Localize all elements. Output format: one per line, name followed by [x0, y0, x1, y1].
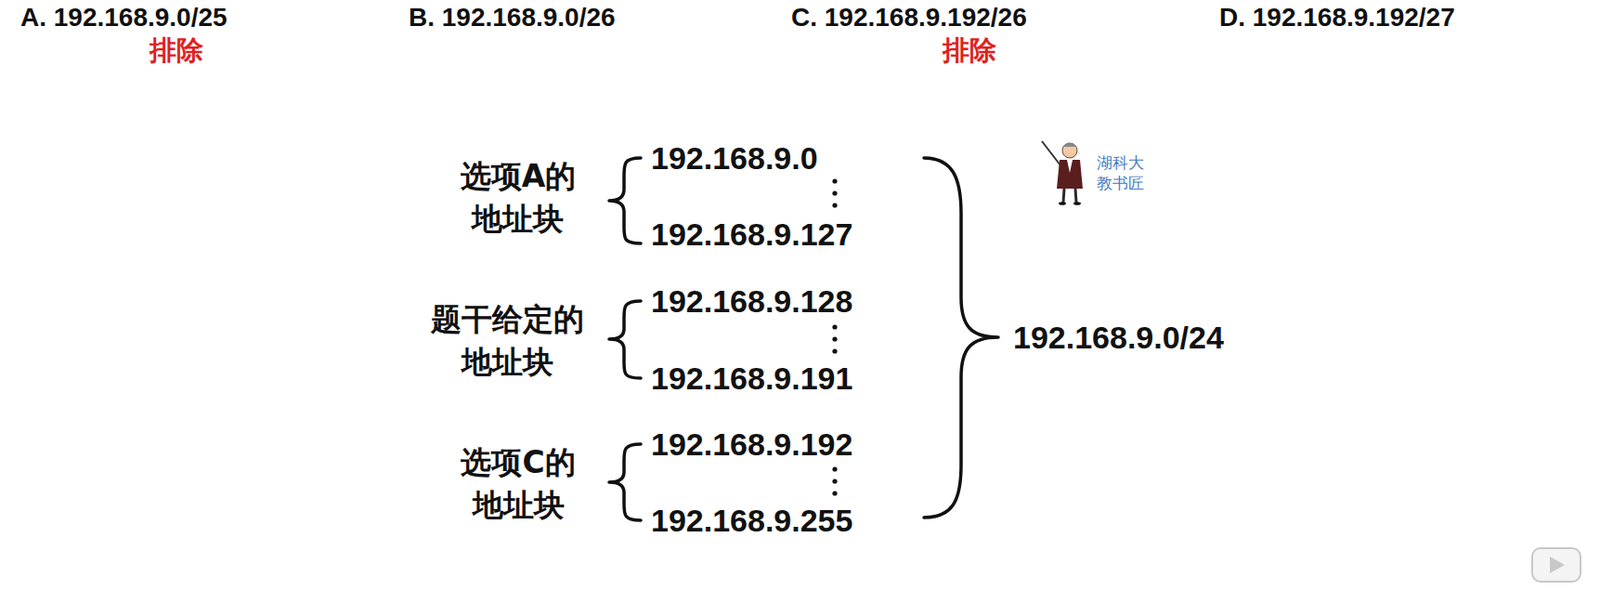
option-text: C. 192.168.9.192/26	[791, 1, 1028, 34]
option-text: A. 192.168.9.0/25	[20, 1, 228, 34]
left-brace	[609, 443, 641, 521]
play-icon	[1532, 547, 1581, 582]
ip-address: 192.168.9.191	[650, 359, 853, 398]
ip-address: 192.168.9.255	[650, 501, 853, 540]
excluded-mark: 排除	[149, 34, 204, 67]
ip-address: 192.168.9.127	[650, 215, 853, 254]
ip-address: 192.168.9.128	[650, 282, 853, 321]
right-brace	[923, 157, 999, 518]
block-label: 题干给定的 地址块	[430, 298, 585, 384]
block-label: 选项A的 地址块	[460, 155, 577, 241]
teacher-figure	[1041, 141, 1083, 206]
aggregate-address: 192.168.9.0/24	[1013, 318, 1224, 357]
excluded-mark: 排除	[942, 34, 997, 67]
option-text: D. 192.168.9.192/27	[1219, 1, 1456, 34]
left-brace	[609, 300, 641, 378]
option-text: B. 192.168.9.0/26	[408, 1, 616, 34]
ip-address: 192.168.9.0	[650, 139, 819, 178]
block-label: 选项C的 地址块	[460, 441, 575, 527]
watermark: 湖科大 教书匠	[1096, 153, 1145, 195]
ip-address: 192.168.9.192	[650, 425, 853, 464]
left-brace	[609, 157, 641, 244]
